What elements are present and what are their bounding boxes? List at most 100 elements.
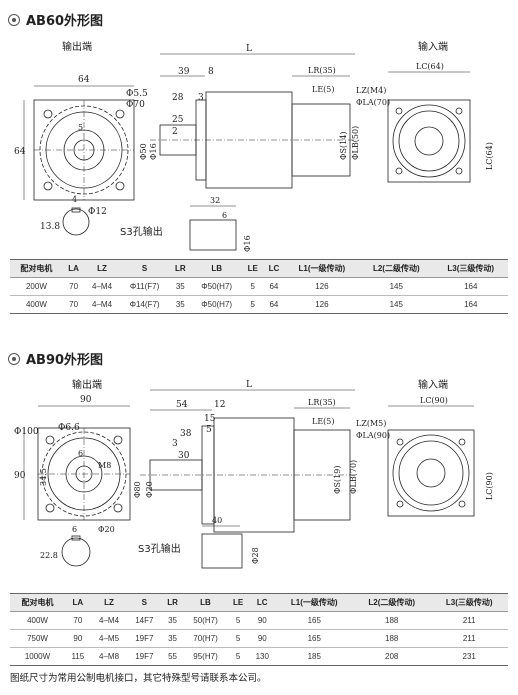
table-header-cell: L1(一级传动) [275,593,353,612]
table-cell: 5 [227,629,249,648]
ab90-S: ΦS(19) [333,466,342,494]
table-cell: 35 [161,629,184,648]
ab60-h138: 13.8 [40,222,60,232]
table-header-cell: LR [161,593,184,612]
table-header-cell: 配对电机 [10,259,63,278]
table-cell: 211 [430,611,508,630]
table-header-cell: 配对电机 [10,593,66,612]
table-cell: 35 [169,295,192,314]
table-cell: 185 [275,647,353,666]
table-cell: 126 [284,277,360,296]
ab60-LB: ΦLB(50) [351,126,360,160]
table-cell: 165 [275,611,353,630]
table-cell: 115 [65,647,91,666]
ab60-d70: Φ70 [126,100,145,110]
table-cell: 55 [161,647,184,666]
ab90-LE: LE(5) [312,417,334,426]
ab60-four: 4 [72,195,77,204]
table-header-cell: LZ [84,259,120,278]
table-cell: 200W [10,277,63,296]
table-header-cell: L3(三级传动) [430,593,508,612]
ab90-d54: 54 [176,400,188,410]
ab90-LC: LC(90) [420,396,448,405]
table-cell: 126 [284,295,360,314]
ab60-drawing: 输出端 64 64 Φ5.5 Φ70 5 Φ12 13.8 4 L 39 8 2… [14,40,494,252]
table-header-cell: LE [227,593,249,612]
ab90-in-flange [387,429,475,517]
table-cell: 145 [359,277,434,296]
ab90-d3: 3 [172,439,178,449]
table-cell: 231 [430,647,508,666]
ab90-d100: Φ100 [14,427,39,437]
section-bullet-icon [8,352,20,365]
table-cell: 188 [352,629,431,648]
ab90-d6: 6 [78,449,83,458]
table-cell: 14F7 [127,611,162,630]
ab90-d28: Φ28 [251,547,260,564]
ab60-d16: Φ16 [149,143,158,160]
ab90-out-label: 输出端 [72,378,102,391]
ab60-d16b: Φ16 [243,235,252,252]
table-cell: 90 [65,629,91,648]
ab90-d66: Φ6.6 [58,423,80,433]
table-cell: 400W [10,295,63,314]
table-cell: Φ14(F7) [119,295,170,314]
ab90-d5: 5 [206,425,212,435]
ab90-LC2: LC(90) [485,472,494,500]
table-cell: 19F7 [127,647,162,666]
ab90-in-label: 输入端 [418,378,448,391]
ab60-out-label: 输出端 [62,40,92,53]
ab90-drawing: 输出端 90 Φ100 Φ6.6 90 34.5 M8 6 Φ20 22.8 6… [14,378,494,569]
ab60-title: AB60外形图 [26,14,104,29]
table-cell: 4–M4 [90,611,128,630]
table-header-cell: LB [191,259,243,278]
ab90-LA: ΦLA(90) [356,431,390,440]
ab90-d80: Φ80 [133,481,142,498]
table-cell: 70 [65,611,91,630]
table-header-cell: S [119,259,170,278]
table-cell: 4–M5 [90,629,128,648]
table-header-cell: L2(二级传动) [352,593,431,612]
table-header-cell: LB [183,593,228,612]
table-header-cell: S [127,593,162,612]
ab90-h345: 34.5 [39,468,48,486]
table-cell: 4–M4 [84,295,120,314]
ab90-title: AB90外形图 [26,353,104,368]
table-cell: 90 [249,629,276,648]
ab60-in-flange [387,99,471,183]
ab90-s3-label: S3孔输出 [138,542,181,555]
ab60-in-label: 输入端 [418,40,448,53]
table-cell: 188 [352,611,431,630]
ab90-section-title: AB90外形图 [8,349,103,368]
table-cell: 95(H7) [183,647,228,666]
table-header-cell: LA [65,593,91,612]
table-cell: 4–M4 [84,277,120,296]
table-cell: 164 [433,277,508,296]
ab90-m8: M8 [98,461,111,470]
table-cell: 5 [227,647,249,666]
table-cell: 5 [227,611,249,630]
ab90-d12: 12 [214,400,225,410]
ab60-d3: 3 [198,93,204,103]
ab60-d55: Φ5.5 [126,89,148,99]
ab60-LE: LE(5) [312,85,334,94]
table-header-cell: LC [263,259,285,278]
table-cell: 400W [10,611,66,630]
table-cell: 19F7 [127,629,162,648]
table-cell: 50(H7) [183,611,228,630]
table-cell: Φ50(H7) [191,277,243,296]
ab60-s3-label: S3孔输出 [120,225,163,238]
ab60-d32: 32 [210,196,220,205]
table-cell: 70 [62,295,85,314]
ab90-d20b: Φ20 [145,481,154,498]
table-cell: 64 [263,295,285,314]
ab60-s3-shaft [189,219,237,251]
